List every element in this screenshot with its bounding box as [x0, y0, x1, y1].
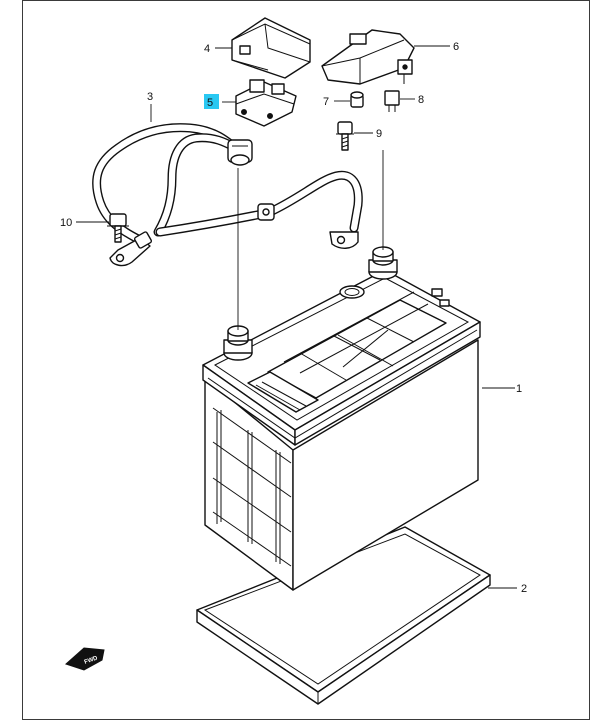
callout-8[interactable]: 8 [418, 94, 424, 106]
callout-4[interactable]: 4 [204, 43, 210, 55]
callout-3[interactable]: 3 [147, 91, 153, 103]
frame-top-border [22, 0, 590, 1]
battery[interactable] [202, 246, 481, 591]
leader-lines [76, 45, 517, 589]
callout-10[interactable]: 10 [60, 217, 72, 229]
frame-right-border [589, 0, 590, 720]
battery-cable[interactable] [92, 123, 363, 267]
callout-7[interactable]: 7 [323, 96, 329, 108]
callout-2[interactable]: 2 [521, 583, 527, 595]
positive-terminal-cover[interactable] [321, 29, 415, 85]
callout-5-highlight [204, 94, 219, 109]
callout-1[interactable]: 1 [516, 383, 522, 395]
callout-9[interactable]: 9 [376, 128, 382, 140]
terminal-clamp[interactable] [235, 79, 297, 127]
small-cap[interactable] [350, 91, 364, 108]
callout-5[interactable]: 5 [207, 97, 213, 109]
terminal-cover[interactable] [231, 17, 311, 79]
fwd-arrow-icon: FWD [65, 647, 105, 671]
fuse[interactable] [384, 90, 400, 112]
bolt-9[interactable] [336, 121, 354, 151]
callout-6[interactable]: 6 [453, 41, 459, 53]
fwd-label: FWD [84, 655, 100, 666]
bolt-10[interactable] [107, 213, 129, 243]
frame-left-border [22, 0, 23, 720]
